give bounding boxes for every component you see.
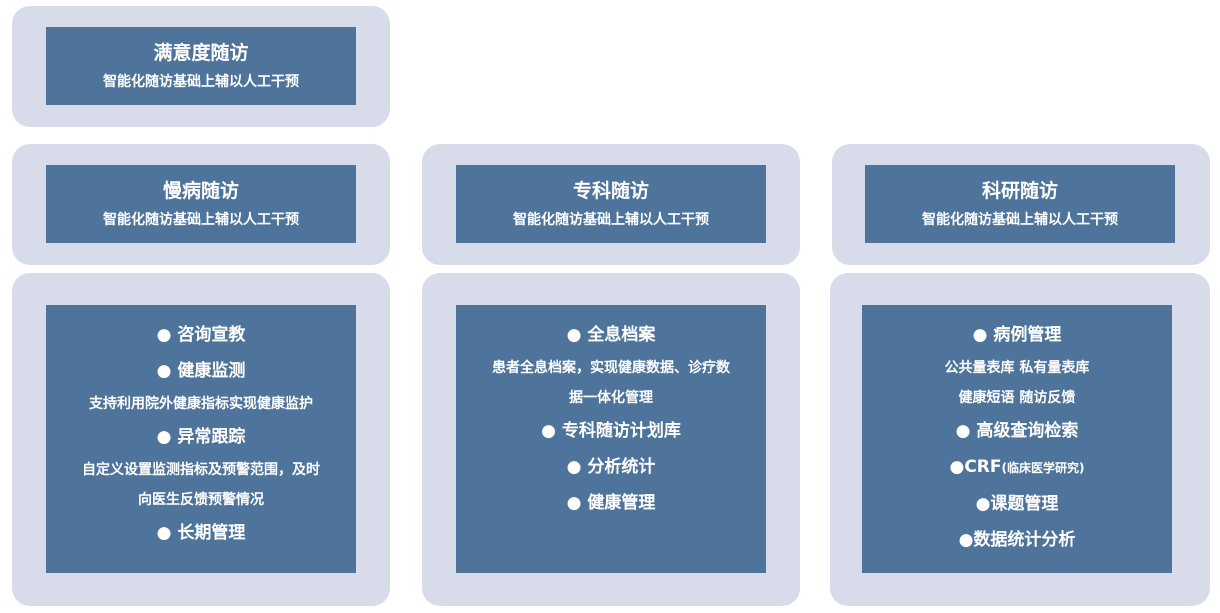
satisfaction-box: 满意度随访 智能化随访基础上辅以人工干预 [46,27,356,105]
chronic-line-2: 支持利用院外健康指标实现健康监护 [89,396,313,412]
research-body-box: ● 病例管理 公共量表库 私有量表库 健康短语 随访反馈 ● 高级查询检索 ●C… [862,305,1172,573]
chronic-line-3: ● 异常跟踪 [156,427,246,447]
specialty-line-0: ● 全息档案 [566,325,656,345]
specialty-title: 专科随访 [572,180,649,202]
research-line-1: 公共量表库 私有量表库 [944,360,1090,376]
chronic-line-5: 向医生反馈预警情况 [138,492,264,508]
research-line-0: ● 病例管理 [972,325,1062,345]
chronic-line-1: ● 健康监测 [156,361,246,381]
research-line-4: ●CRF(临床医学研究) [862,449,1172,486]
specialty-line-4: ● 分析统计 [566,457,656,477]
research-line-6: ●数据统计分析 [958,530,1076,550]
chronic-subtitle: 智能化随访基础上辅以人工干预 [103,212,299,228]
research-line-3: ● 高级查询检索 [955,421,1079,441]
specialty-subtitle: 智能化随访基础上辅以人工干预 [513,212,709,228]
research-header-box: 科研随访 智能化随访基础上辅以人工干预 [865,165,1175,243]
specialty-line-2: 据一体化管理 [569,390,653,406]
research-crf-label: ●CRF [949,457,1002,477]
satisfaction-title: 满意度随访 [153,42,249,64]
research-line-5: ●课题管理 [975,494,1059,514]
satisfaction-subtitle: 智能化随访基础上辅以人工干预 [103,74,299,90]
specialty-line-1: 患者全息档案，实现健康数据、诊疗数 [492,360,730,376]
chronic-body-box: ● 咨询宣教 ● 健康监测 支持利用院外健康指标实现健康监护 ● 异常跟踪 自定… [46,305,356,573]
chronic-line-4: 自定义设置监测指标及预警范围，及时 [82,462,320,478]
specialty-line-3: ● 专科随访计划库 [541,421,681,441]
specialty-header-box: 专科随访 智能化随访基础上辅以人工干预 [456,165,766,243]
research-subtitle: 智能化随访基础上辅以人工干预 [922,212,1118,228]
specialty-line-5: ● 健康管理 [566,493,656,513]
research-title: 科研随访 [981,180,1058,202]
chronic-line-0: ● 咨询宣教 [156,325,246,345]
chronic-header-box: 慢病随访 智能化随访基础上辅以人工干预 [46,165,356,243]
chronic-title: 慢病随访 [162,180,239,202]
specialty-body-box: ● 全息档案 患者全息档案，实现健康数据、诊疗数 据一体化管理 ● 专科随访计划… [456,305,766,573]
research-line-2: 健康短语 随访反馈 [958,390,1076,406]
chronic-line-6: ● 长期管理 [156,523,246,543]
research-crf-note: (临床医学研究) [1001,461,1085,475]
